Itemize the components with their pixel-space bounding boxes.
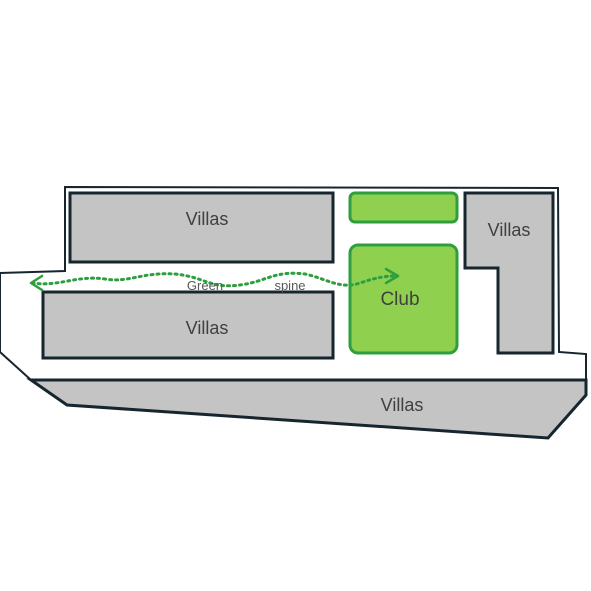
- villas-block-top: [68, 191, 335, 264]
- villas-bottom-label: Villas: [381, 395, 424, 415]
- club-block: [348, 243, 459, 355]
- spine-arrowhead-right-icon: [384, 267, 400, 285]
- spine-label-spine: spine: [274, 278, 305, 293]
- villas-block-bottom: [26, 378, 588, 440]
- villas-block-middle: [41, 290, 335, 360]
- green-strip: [348, 191, 459, 224]
- spine-arrowhead-left-icon: [29, 274, 44, 292]
- villas-top-label: Villas: [186, 209, 229, 229]
- club-label: Club: [380, 289, 419, 310]
- villas-right-label: Villas: [488, 220, 531, 240]
- green-spine-path: [30, 271, 398, 288]
- villas-block-right: [463, 191, 555, 355]
- villas-middle-label: Villas: [186, 318, 229, 338]
- spine-label-green: Green: [187, 278, 223, 293]
